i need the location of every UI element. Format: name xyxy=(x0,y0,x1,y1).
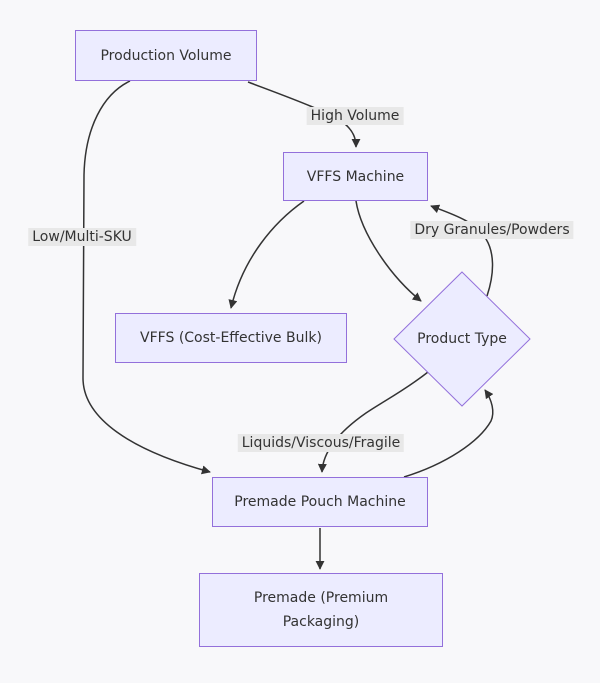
node-vffs-bulk-label: VFFS (Cost-Effective Bulk) xyxy=(140,330,322,346)
edge-production-to-premade-pouch xyxy=(82,80,211,475)
edge-premade-pouch-to-product-type xyxy=(403,389,494,478)
edge-label-low-multi-sku: Low/Multi-SKU xyxy=(28,228,136,246)
node-vffs-bulk: VFFS (Cost-Effective Bulk) xyxy=(115,313,347,363)
node-product-type-label: Product Type xyxy=(417,331,507,347)
edge-label-high-volume: High Volume xyxy=(306,107,404,125)
edge-product-type-to-premade-pouch xyxy=(317,371,429,473)
edge-vffs-to-vffs-bulk xyxy=(228,200,305,309)
node-premade-pouch-label: Premade Pouch Machine xyxy=(234,494,406,510)
node-vffs-machine-label: VFFS Machine xyxy=(306,168,405,185)
node-production-volume: Production Volume xyxy=(75,30,257,81)
node-premade-pouch: Premade Pouch Machine xyxy=(212,477,428,527)
edge-label-liquids: Liquids/Viscous/Fragile xyxy=(237,434,405,452)
node-premade-premium-label: Premade (Premium Packaging) xyxy=(253,590,389,630)
node-product-type-shape xyxy=(393,271,531,407)
node-premade-premium: Premade (Premium Packaging) xyxy=(199,573,443,647)
node-vffs-machine: VFFS Machine xyxy=(283,152,428,201)
edge-vffs-to-product-type xyxy=(355,200,422,302)
node-production-volume-label: Production Volume xyxy=(100,47,232,64)
edge-label-dry-granules: Dry Granules/Powders xyxy=(410,221,574,239)
